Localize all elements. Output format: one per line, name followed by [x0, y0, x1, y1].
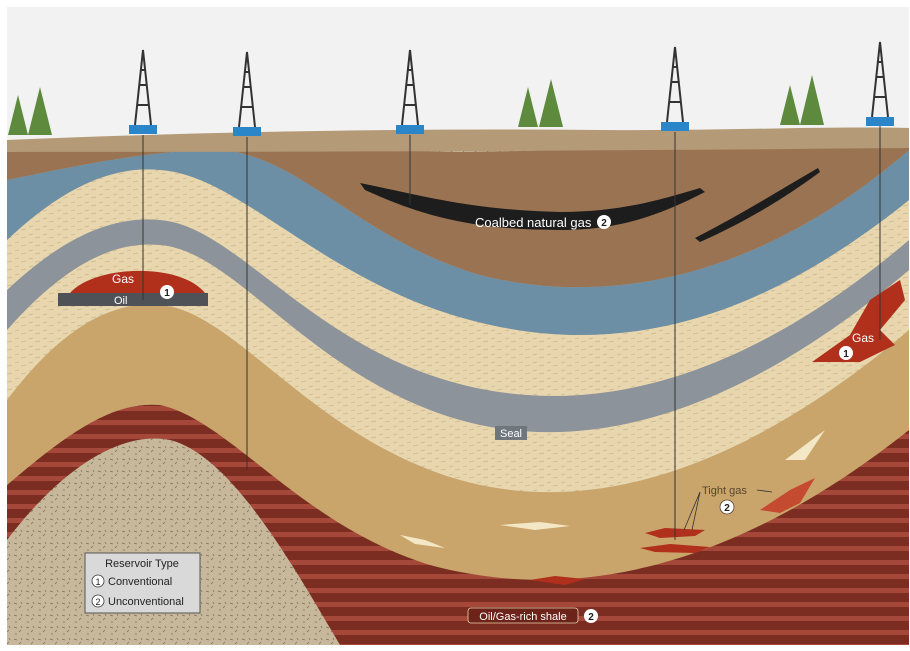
legend-marker-1-badge [91, 574, 105, 588]
drilling-rigs [129, 41, 894, 136]
ochre-layer [7, 304, 909, 580]
gas-right-marker-badge [839, 346, 853, 360]
gas-trap-right [812, 280, 905, 362]
legend-item-unconventional: Unconventional [108, 596, 184, 608]
shale-marker-badge [584, 609, 598, 623]
tight-gas-lenses [400, 430, 825, 585]
lower-sand-layer [7, 244, 909, 493]
shale-label: Oil/Gas-rich shale [479, 611, 566, 623]
coalbed-marker-badge [597, 215, 611, 229]
legend: Reservoir Type 1 Conventional 2 Unconven… [84, 552, 201, 614]
gas-right-label: Gas [852, 331, 874, 345]
oil-label: Oil [114, 295, 127, 307]
legend-marker-2: 2 [95, 597, 100, 607]
coalbed-label: Coalbed natural gas [475, 215, 592, 230]
blue-layer [7, 150, 909, 335]
coalbed-marker: 2 [601, 218, 607, 229]
oil-layer-left [58, 293, 208, 306]
well-lines [142, 125, 881, 540]
tight-gas-marker-badge [719, 499, 735, 515]
topsoil [7, 127, 909, 152]
coal-seam-fragment [695, 168, 820, 242]
legend-marker-2-badge [91, 594, 105, 608]
gas-left-label: Gas [112, 272, 134, 286]
sky [7, 7, 909, 147]
legend-box [84, 552, 201, 614]
gas-right-marker: 1 [843, 349, 849, 360]
shale-marker: 2 [588, 612, 594, 623]
seal-label: Seal [500, 428, 522, 440]
trees [8, 75, 824, 135]
tight-gas-label: Tight gas [702, 485, 747, 497]
legend-item-conventional: Conventional [108, 576, 172, 588]
gas-left-marker: 1 [164, 288, 170, 299]
gas-left-marker-badge [160, 285, 174, 299]
tight-gas-marker: 2 [724, 503, 730, 514]
upper-sand-layer [7, 169, 909, 396]
seal-layer [7, 219, 909, 433]
legend-marker-1: 1 [95, 577, 100, 587]
legend-title: Reservoir Type [105, 558, 179, 570]
coal-seam [360, 183, 705, 230]
seal-label-box [495, 426, 527, 440]
shale-label-box [467, 607, 579, 624]
